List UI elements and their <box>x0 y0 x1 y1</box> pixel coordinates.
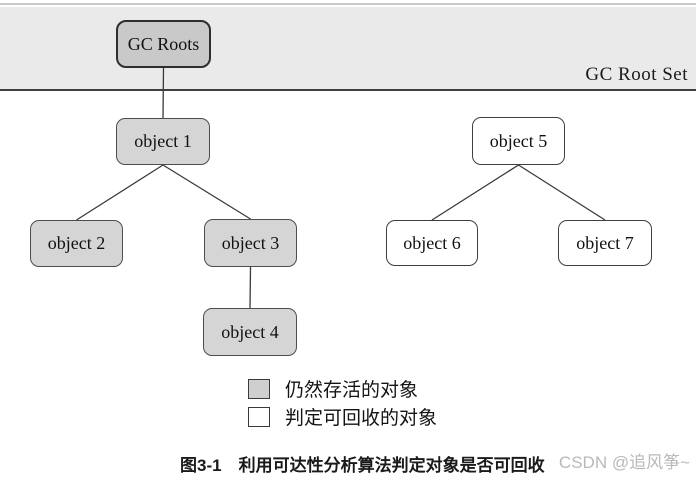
legend-label-recyclable: 判定可回收的对象 <box>285 408 438 429</box>
node-object-3: object 3 <box>204 219 297 267</box>
node-object-1: object 1 <box>116 118 210 165</box>
figure-caption: 图3-1 利用可达性分析算法判定对象是否可回收 <box>180 456 545 475</box>
gc-root-set-label: GC Root Set <box>585 64 688 85</box>
node-object-4-label: object 4 <box>221 321 279 342</box>
node-object-2-label: object 2 <box>47 233 106 253</box>
node-object-6-label: object 6 <box>403 232 461 253</box>
legend-swatch-alive <box>248 378 270 399</box>
legend-label-alive: 仍然存活的对象 <box>285 380 419 401</box>
node-object-7-label: object 7 <box>576 232 634 253</box>
edge-object1-to-object3 <box>162 164 251 220</box>
edge-object3-to-object4 <box>249 266 252 309</box>
node-object-1-label: object 1 <box>134 131 192 151</box>
node-object-4: object 4 <box>203 308 297 356</box>
node-object-5-label: object 5 <box>489 130 548 151</box>
node-object-7: object 7 <box>558 220 652 266</box>
node-object-5: object 5 <box>472 117 565 165</box>
node-object-6: object 6 <box>386 220 478 266</box>
legend-item-alive: 仍然存活的对象 <box>248 375 418 402</box>
node-object-2: object 2 <box>30 220 123 267</box>
gc-root-set-band: GC Root Set <box>0 7 696 91</box>
node-object-3-label: object 3 <box>221 232 280 253</box>
edge-object5-to-object6 <box>431 164 519 221</box>
csdn-watermark: CSDN @追风筝~ <box>558 453 690 472</box>
node-gc-roots: GC Roots <box>116 20 211 68</box>
legend-swatch-recyclable <box>248 406 270 427</box>
legend-item-recyclable: 判定可回收的对象 <box>248 403 437 430</box>
node-gc-roots-label: GC Roots <box>127 33 200 54</box>
banner-top-hairline <box>0 3 696 5</box>
edge-object1-to-object2 <box>76 164 164 221</box>
edge-object5-to-object7 <box>518 164 606 221</box>
